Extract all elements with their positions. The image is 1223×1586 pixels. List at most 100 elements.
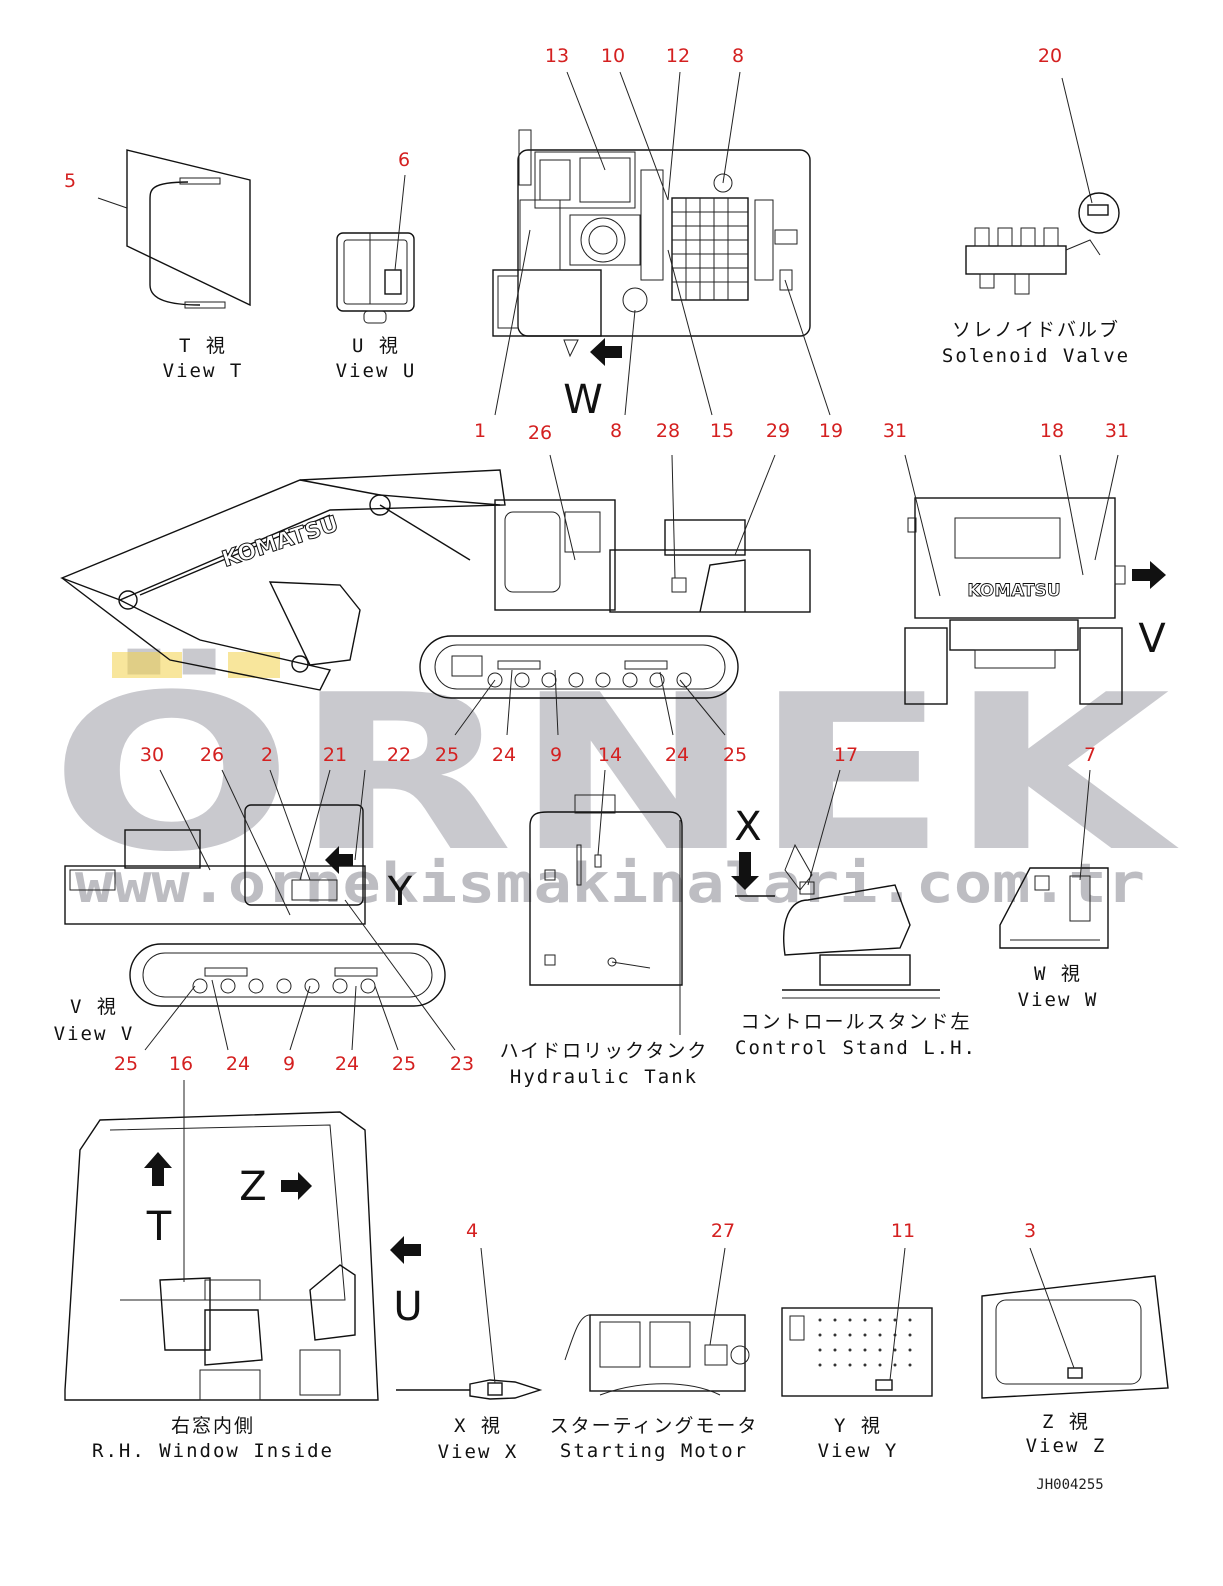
view-letter-z: Z <box>239 1164 266 1210</box>
callout-26: 26 <box>528 422 552 444</box>
callout-29: 29 <box>766 420 790 442</box>
callout-2: 2 <box>261 744 273 766</box>
view-letter-v: V <box>1138 616 1166 662</box>
callout-25d: 25 <box>392 1053 416 1075</box>
caption-solenoid-en: Solenoid Valve <box>942 345 1130 367</box>
caption-starting-en: Starting Motor <box>560 1440 748 1462</box>
callout-15: 15 <box>710 420 734 442</box>
rear-brand-label: KOMATSU <box>967 581 1060 601</box>
caption-view-y-en: View Y <box>818 1440 899 1462</box>
caption-view-t-jp: T 視 <box>179 335 227 357</box>
caption-view-y-jp: Y 視 <box>834 1415 882 1437</box>
caption-hyd-en: Hydraulic Tank <box>510 1066 698 1088</box>
callout-24b: 24 <box>665 744 689 766</box>
arrow-y <box>325 846 353 874</box>
caption-view-t-en: View T <box>163 360 244 382</box>
callout-18: 18 <box>1040 420 1064 442</box>
callout-25b: 25 <box>723 744 747 766</box>
callout-20: 20 <box>1038 45 1062 67</box>
callout-24: 24 <box>492 744 516 766</box>
callout-25c: 25 <box>114 1053 138 1075</box>
view-letter-y: Y <box>387 869 413 915</box>
callout-27: 27 <box>711 1220 735 1242</box>
view-v-figure: Y <box>64 804 446 1007</box>
callout-11: 11 <box>891 1220 915 1242</box>
cab-interior-figure: T Z U <box>64 1111 423 1401</box>
drawing-id: JH004255 <box>1036 1477 1103 1493</box>
view-letter-t: T <box>146 1204 172 1250</box>
watermark-url: www.ornekismakinalari.com.tr <box>75 852 1145 915</box>
view-letter-w: W <box>563 377 603 423</box>
callout-26b: 26 <box>200 744 224 766</box>
caption-view-x-en: View X <box>438 1441 519 1463</box>
view-y-figure <box>781 1247 933 1397</box>
arrow-x <box>731 852 759 890</box>
view-u-figure <box>336 174 415 324</box>
caption-view-v-jp: V 視 <box>70 996 118 1018</box>
caption-view-z-jp: Z 視 <box>1042 1411 1090 1433</box>
caption-view-u-en: View U <box>336 360 417 382</box>
callout-12: 12 <box>666 45 690 67</box>
callout-10: 10 <box>601 45 625 67</box>
caption-window-jp: 右窓内側 <box>171 1415 255 1437</box>
callout-3: 3 <box>1024 1220 1036 1242</box>
callout-22: 22 <box>387 744 411 766</box>
caption-window-en: R.H. Window Inside <box>92 1440 334 1462</box>
callout-24c: 24 <box>226 1053 250 1075</box>
watermark-accent-left <box>112 652 182 678</box>
callout-28: 28 <box>656 420 680 442</box>
arrow-u <box>390 1236 421 1264</box>
caption-view-w-en: View W <box>1018 989 1099 1011</box>
callout-25: 25 <box>435 744 459 766</box>
solenoid-valve-figure <box>965 77 1120 295</box>
callout-4: 4 <box>466 1220 478 1242</box>
captions: T 視 View T U 視 View U ソレノイドバルブ Solenoid … <box>54 318 1130 1493</box>
boom-brand-label: KOMATSU <box>219 512 342 573</box>
callout-31b: 31 <box>1105 420 1129 442</box>
caption-ctrl-en: Control Stand L.H. <box>735 1037 977 1059</box>
starting-motor-figure <box>564 1314 750 1396</box>
view-letter-u: U <box>393 1284 422 1330</box>
caption-view-w-jp: W 視 <box>1034 963 1082 985</box>
caption-view-u-jp: U 視 <box>352 335 400 357</box>
callout-9b: 9 <box>283 1053 295 1075</box>
watermark-accent-right <box>228 652 280 678</box>
callout-8: 8 <box>732 45 744 67</box>
caption-view-z-en: View Z <box>1026 1435 1107 1457</box>
callout-30: 30 <box>140 744 164 766</box>
callout-17: 17 <box>834 744 858 766</box>
caption-hyd-jp: ハイドロリックタンク <box>500 1040 709 1062</box>
caption-ctrl-jp: コントロールスタンド左 <box>740 1011 971 1033</box>
view-z-figure <box>981 1247 1169 1399</box>
arrow-z <box>281 1172 312 1200</box>
arrow-t <box>144 1152 172 1186</box>
callout-9: 9 <box>550 744 562 766</box>
callout-16: 16 <box>169 1053 193 1075</box>
caption-view-x-jp: X 視 <box>454 1415 502 1437</box>
callout-31: 31 <box>883 420 907 442</box>
view-t-figure <box>97 149 251 309</box>
callout-19: 19 <box>819 420 843 442</box>
control-stand-figure: X <box>731 804 940 999</box>
plan-view-figure: W <box>492 129 811 423</box>
caption-view-v-en: View V <box>54 1023 135 1045</box>
callout-13: 13 <box>545 45 569 67</box>
callout-6: 6 <box>398 149 410 171</box>
watermark: ÖRNEK www.ornekismakinalari.com.tr <box>50 648 1180 915</box>
arrow-w <box>590 338 622 366</box>
callout-14: 14 <box>598 744 622 766</box>
callout-21: 21 <box>323 744 347 766</box>
caption-starting-jp: スターティングモータ <box>550 1415 759 1437</box>
callout-numbers: 13 10 12 8 20 5 6 1 26 8 28 15 29 19 31 … <box>64 45 1129 1242</box>
arrow-v <box>1132 561 1166 589</box>
callout-7: 7 <box>1084 744 1096 766</box>
caption-solenoid-jp: ソレノイドバルブ <box>952 318 1120 341</box>
callout-5: 5 <box>64 170 76 192</box>
callout-1: 1 <box>474 420 486 442</box>
rear-view-figure: KOMATSU V <box>904 497 1166 705</box>
view-letter-x: X <box>734 804 761 850</box>
callout-8b: 8 <box>610 420 622 442</box>
callout-24d: 24 <box>335 1053 359 1075</box>
watermark-main: ÖRNEK <box>50 648 1180 899</box>
